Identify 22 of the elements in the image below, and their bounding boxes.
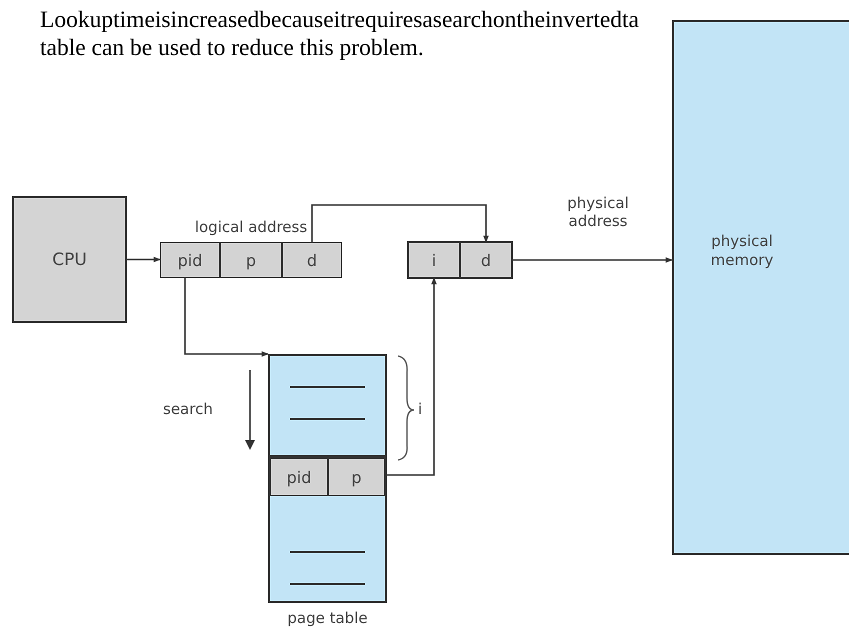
register-field: i bbox=[408, 242, 460, 278]
arrow bbox=[311, 204, 489, 243]
memory-label: physical memory bbox=[710, 232, 774, 270]
arrow bbox=[385, 277, 437, 476]
memory-block bbox=[672, 20, 849, 555]
search-label: search bbox=[163, 400, 213, 418]
cpu-box: CPU bbox=[12, 196, 127, 323]
table-entry bbox=[270, 456, 385, 494]
heading: page table bbox=[286, 609, 369, 627]
paragraph: Lookuptimeisincreasedbecauseitrequiresasearchontheinvertedta table can be used to reduce this problem. bbox=[40, 6, 639, 62]
register-field: p bbox=[328, 458, 385, 496]
register-field: d bbox=[282, 242, 342, 278]
arrow bbox=[184, 278, 269, 357]
arrow bbox=[127, 256, 161, 262]
register-field: p bbox=[220, 242, 282, 278]
register-field: pid bbox=[160, 242, 220, 278]
arrow bbox=[512, 257, 673, 263]
index-label: i bbox=[418, 400, 422, 418]
heading: logical address bbox=[194, 218, 308, 236]
register-field: pid bbox=[270, 458, 328, 496]
address-register bbox=[408, 242, 512, 278]
register-field: d bbox=[460, 242, 512, 278]
